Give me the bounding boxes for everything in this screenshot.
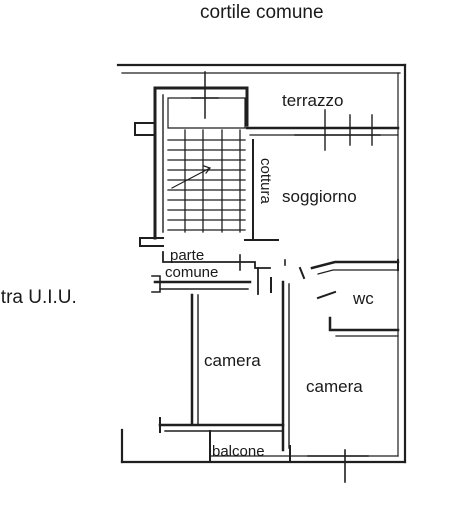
common-area-label-line2: comune (165, 264, 219, 281)
corridor-step (151, 275, 161, 293)
wc-wall-top (310, 260, 400, 270)
terrace-window-marks (324, 109, 373, 151)
wc-wall-top-inner (317, 269, 399, 275)
balcony-label: balcone (212, 443, 265, 460)
common-area-wall (162, 251, 271, 269)
common-area-label-line1: parte (170, 247, 205, 264)
wc-door-swing (316, 290, 337, 300)
neighbor-unit-label: altra U.I.U. (0, 287, 77, 308)
wc-wall-bottom (328, 316, 400, 332)
living-room-label: soggiorno (282, 187, 357, 206)
bedroom-left-label: camera (204, 351, 261, 370)
window-bottom (307, 449, 369, 483)
stair-landing (167, 97, 246, 129)
stair-bottom-jog (139, 237, 164, 247)
stair-grid (167, 129, 246, 233)
wc-label: wc (353, 289, 374, 308)
terrace-label: terrazzo (282, 91, 344, 110)
terrace-window (294, 127, 381, 136)
kitchen-label: cottura (257, 158, 274, 204)
door-mark-4 (298, 266, 306, 280)
courtyard-label: cortile comune (200, 2, 324, 23)
stair-arrow (171, 165, 212, 189)
bedroom-right-label: camera (306, 377, 363, 396)
stair-top-mark (191, 71, 219, 119)
stair-left-jog (134, 122, 156, 136)
